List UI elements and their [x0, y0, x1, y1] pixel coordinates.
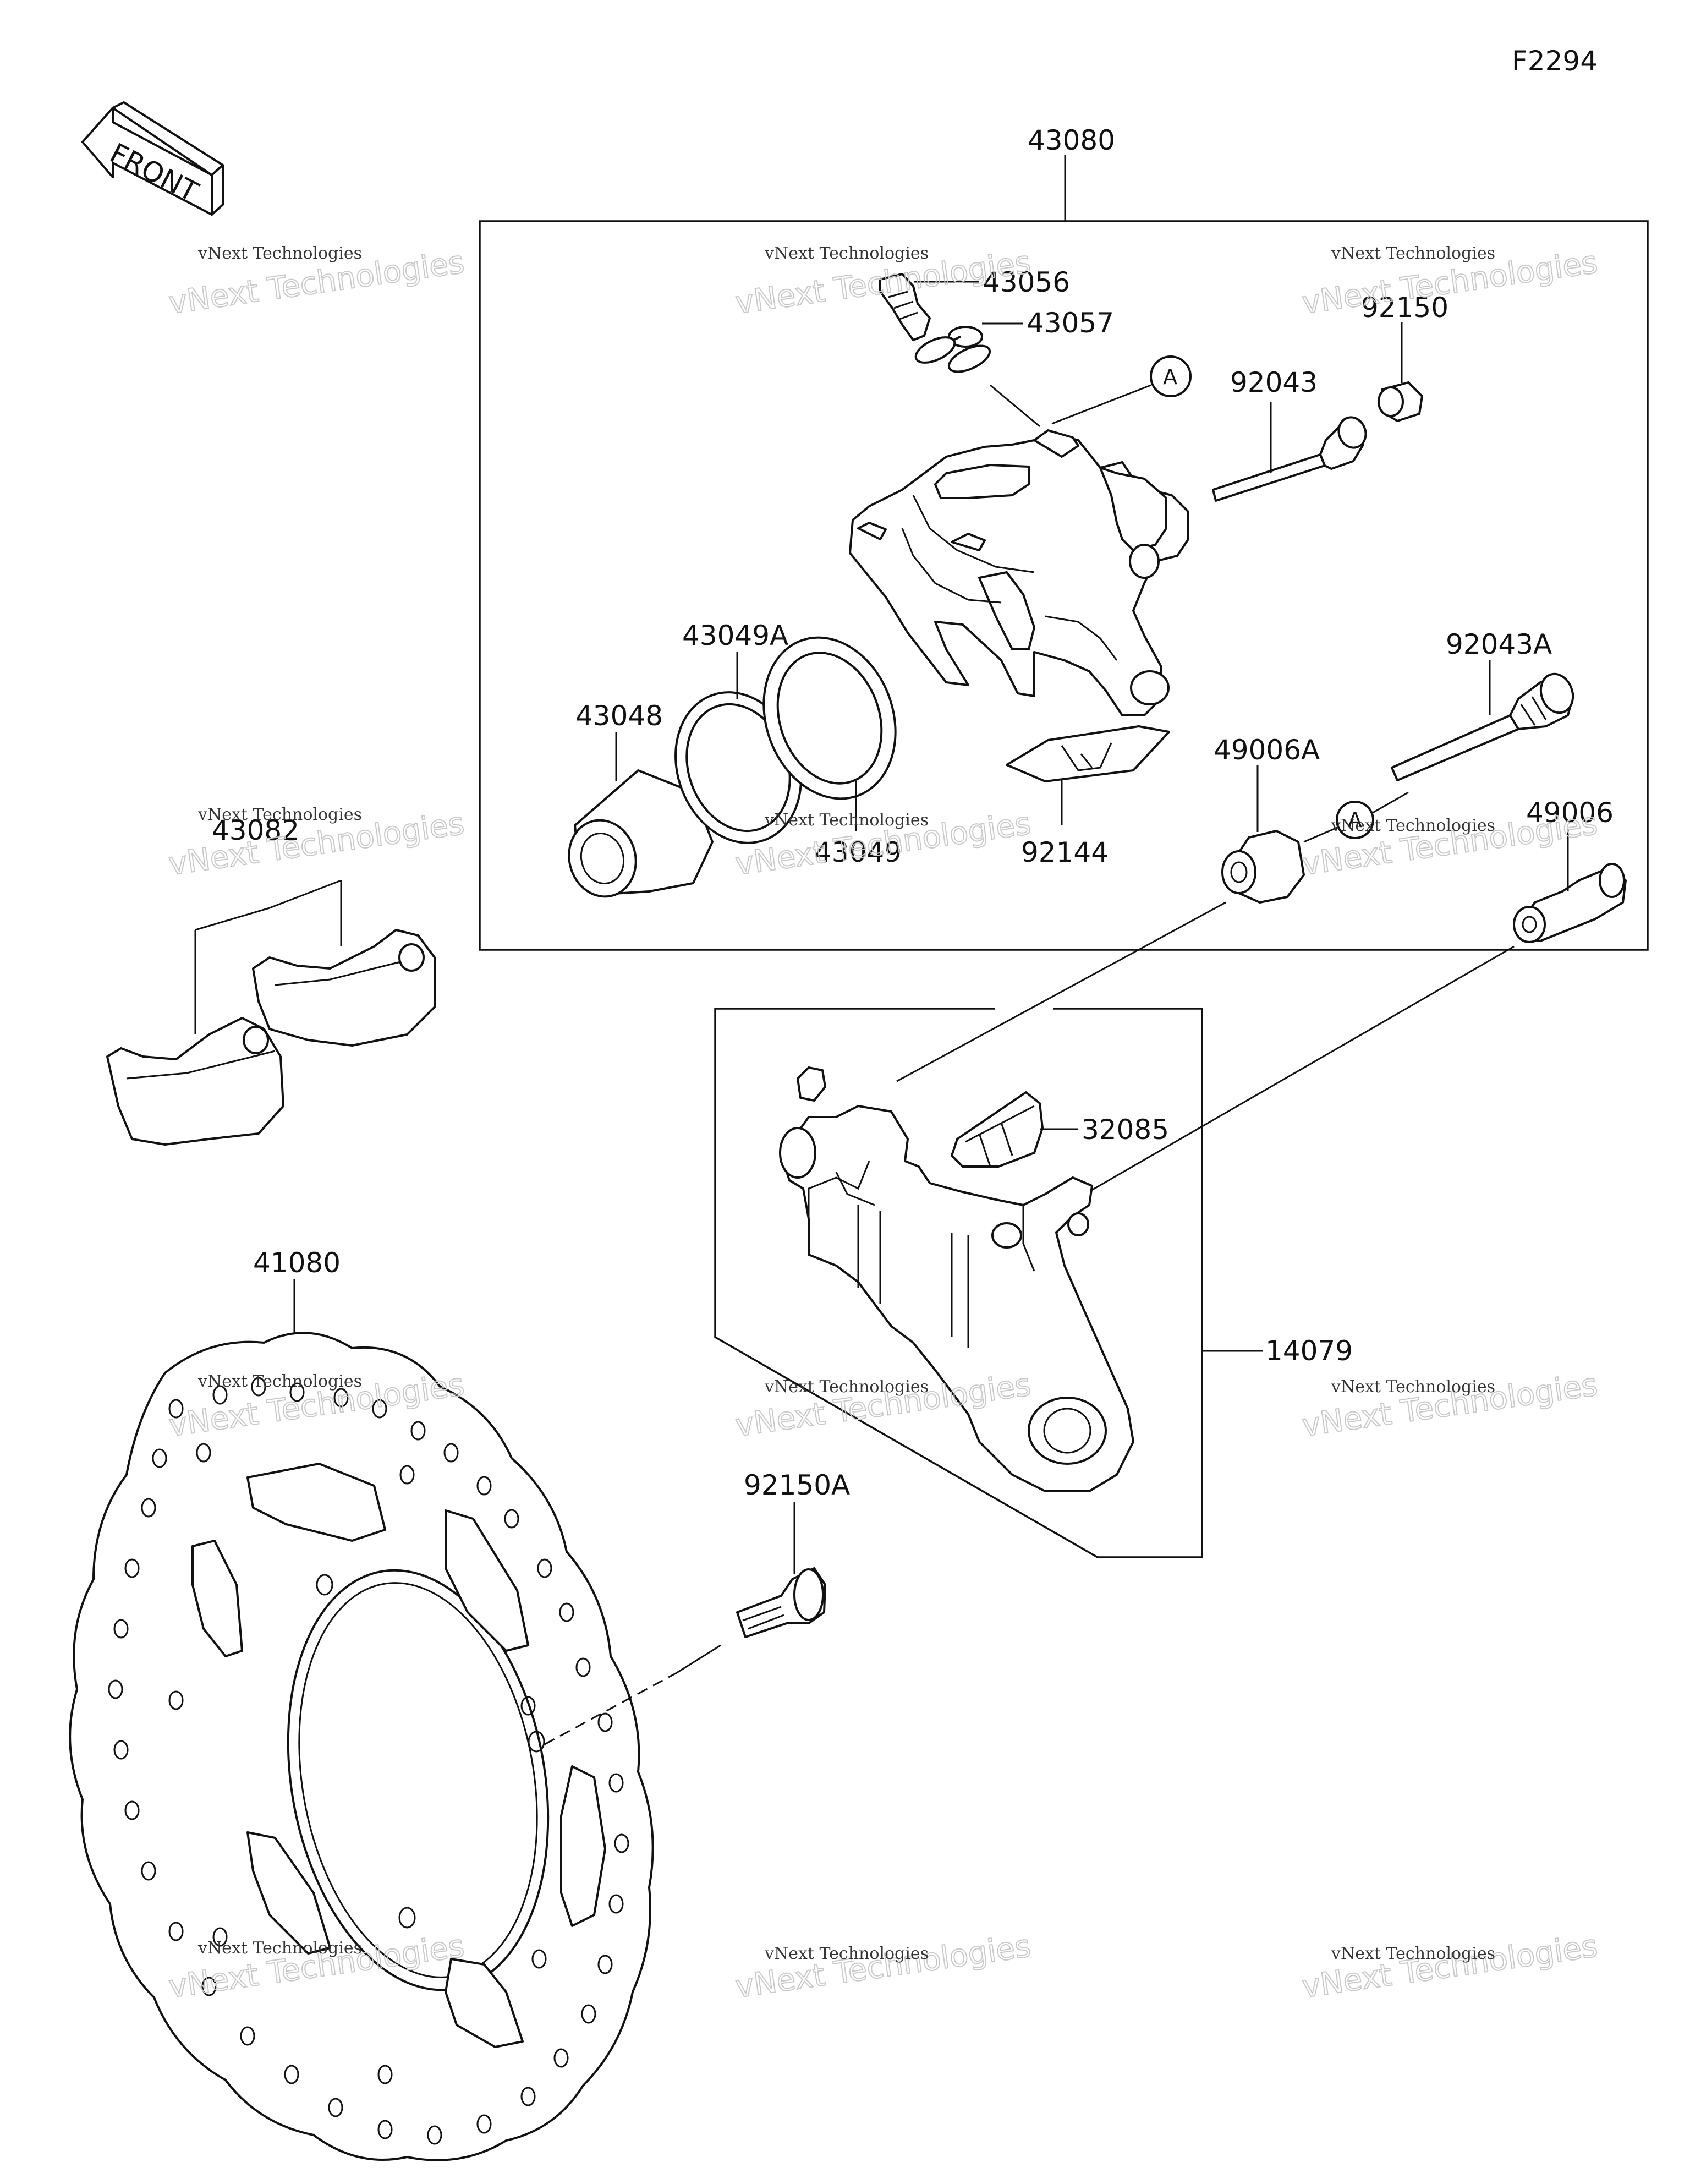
svg-text:vNext Technologies: vNext Technologies	[733, 1928, 1033, 2005]
label-92043a: 92043A	[1446, 628, 1552, 660]
bracket-box	[714, 1008, 1203, 1558]
label-43048: 43048	[575, 700, 663, 732]
figure-code: F2294	[1512, 45, 1598, 77]
svg-text:A: A	[1348, 808, 1362, 832]
bleeder-cap-43057	[914, 326, 991, 373]
watermark-11: vNext Technologies vNext Technologies	[733, 1928, 1034, 2006]
label-43080: 43080	[1028, 124, 1115, 156]
bleeder-valve-43056	[879, 273, 931, 341]
label-43049a: 43049A	[682, 620, 788, 652]
label-43049: 43049	[814, 836, 902, 868]
bush-49006a	[1221, 830, 1305, 904]
svg-text:vNext Technologies: vNext Technologies	[764, 1944, 929, 1963]
label-43082: 43082	[212, 814, 299, 846]
svg-text:vNext Technologies: vNext Technologies	[764, 811, 929, 830]
label-49006a: 49006A	[1214, 734, 1320, 766]
brake-pad-front-43082	[106, 1017, 284, 1146]
label-14079: 14079	[1265, 1335, 1353, 1367]
caliper-bracket-14079	[779, 1066, 1134, 1492]
piston-43048	[568, 769, 714, 898]
label-92150a: 92150A	[744, 1469, 850, 1501]
boot-92150	[1378, 381, 1423, 422]
svg-text:vNext Technologies: vNext Technologies	[1331, 1944, 1495, 1963]
label-92043: 92043	[1230, 366, 1318, 398]
svg-text:vNext Technologies: vNext Technologies	[197, 805, 362, 824]
svg-text:vNext Technologies: vNext Technologies	[197, 1939, 362, 1958]
front-arrow-icon: FRONT	[81, 101, 224, 216]
watermark-7: vNext Technologies vNext Technologies	[166, 1366, 467, 1444]
watermark-6: vNext Technologies vNext Technologies	[1299, 805, 1600, 883]
ref-marker-a-top: A	[1150, 355, 1192, 397]
caliper-body-43080	[849, 429, 1189, 716]
label-49006: 49006	[1526, 797, 1614, 829]
label-32085: 32085	[1082, 1114, 1169, 1146]
svg-text:vNext Technologies: vNext Technologies	[197, 1372, 362, 1391]
label-92144: 92144	[1021, 836, 1109, 868]
pin-92043	[1212, 416, 1367, 502]
brake-disc-41080	[69, 1332, 654, 2161]
bolt-92150a	[736, 1567, 826, 1638]
watermark-4: vNext Technologies vNext Technologies	[166, 805, 467, 883]
svg-text:vNext Technologies: vNext Technologies	[197, 244, 362, 263]
pad-spring-92144	[1006, 725, 1170, 782]
bolt-49006	[1513, 863, 1627, 943]
pad-spring-32085	[951, 1091, 1044, 1168]
label-43057: 43057	[1027, 307, 1114, 339]
watermark-3: vNext Technologies vNext Technologies	[1299, 244, 1600, 322]
svg-text:vNext Technologies: vNext Technologies	[1300, 1928, 1600, 2005]
brake-pad-rear-43082	[252, 929, 436, 1047]
svg-text:A: A	[1163, 365, 1177, 389]
caliper-assembly-box	[479, 220, 1649, 951]
watermark-9: vNext Technologies vNext Technologies	[1299, 1366, 1600, 1444]
pin-92043a	[1391, 672, 1574, 781]
svg-text:vNext Technologies: vNext Technologies	[1331, 816, 1495, 835]
watermark-1: vNext Technologies vNext Technologies	[166, 244, 467, 322]
svg-text:vNext Technologies: vNext Technologies	[764, 244, 929, 263]
watermark-5: vNext Technologies vNext Technologies	[733, 805, 1034, 883]
ref-marker-a-mid: A	[1336, 801, 1374, 839]
label-41080: 41080	[253, 1247, 341, 1279]
svg-text:vNext Technologies: vNext Technologies	[1331, 1377, 1495, 1397]
watermark-2: vNext Technologies vNext Technologies	[733, 244, 1034, 322]
label-92150: 92150	[1361, 292, 1448, 324]
svg-text:vNext Technologies: vNext Technologies	[1331, 244, 1495, 263]
watermark-12: vNext Technologies vNext Technologies	[1299, 1928, 1600, 2006]
label-43056: 43056	[983, 266, 1070, 298]
seal-43049	[762, 636, 897, 800]
svg-text:vNext Technologies: vNext Technologies	[764, 1377, 929, 1397]
